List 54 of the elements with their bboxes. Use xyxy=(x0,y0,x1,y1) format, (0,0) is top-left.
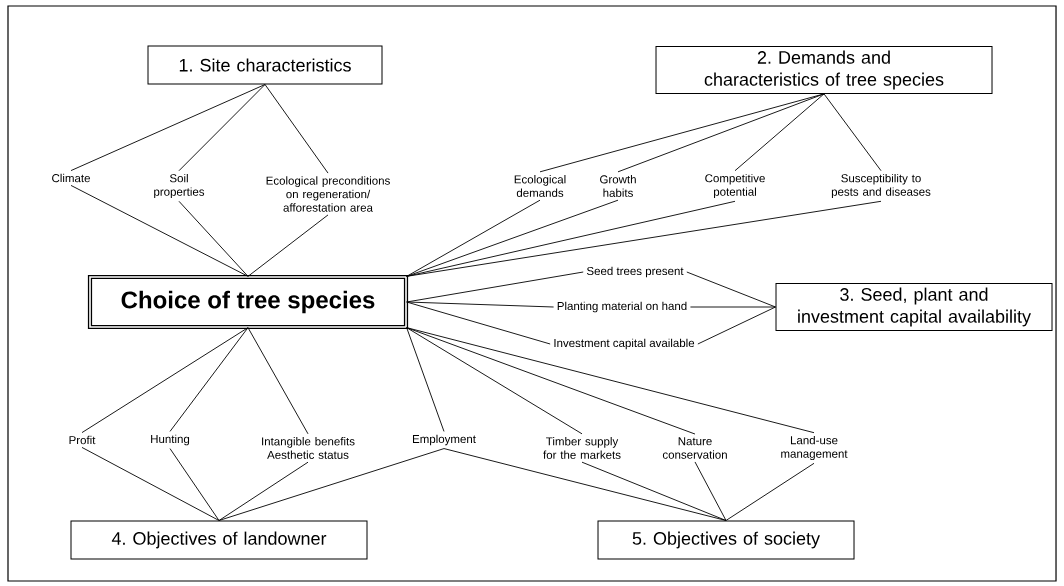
connector-line xyxy=(406,327,583,435)
connector-line xyxy=(406,327,815,434)
node-label: Land-use management xyxy=(781,435,848,461)
node-label: Nature conservation xyxy=(662,437,727,459)
connector-line xyxy=(406,301,555,308)
connector-line xyxy=(406,301,551,345)
connector-line xyxy=(443,448,727,521)
node-label: Planting material on hand xyxy=(557,301,687,313)
connector-line xyxy=(247,327,309,435)
connector-line xyxy=(247,214,329,277)
title-box: 1. Site characteristics xyxy=(147,45,383,85)
connector-line xyxy=(218,448,445,521)
node-label: Competitive potential xyxy=(705,173,765,199)
connector-line xyxy=(178,200,249,277)
connector-line xyxy=(823,93,882,172)
connector-line xyxy=(406,200,882,277)
node-label: Profit xyxy=(69,435,96,445)
node-label: Soil properties xyxy=(154,173,205,199)
connector-line xyxy=(178,84,266,172)
connector-line xyxy=(694,461,727,521)
connector-line xyxy=(81,447,220,521)
title-box: 4. Objectives of landowner xyxy=(70,520,368,560)
connector-line xyxy=(70,84,266,172)
connector-line xyxy=(406,199,541,277)
node-label: Ecological demands xyxy=(514,175,566,197)
connector-line xyxy=(689,306,776,308)
connector-line xyxy=(725,462,815,521)
node-label: Growth habits xyxy=(600,175,636,197)
title-box: 3. Seed, plant and investment capital availability xyxy=(775,283,1053,331)
title-box: 2. Demands and characteristics of tree species xyxy=(655,46,993,94)
connector-line xyxy=(697,306,776,345)
connector-line xyxy=(581,461,727,521)
node-label: Ecological preconditions on regeneration/ afforestation area xyxy=(266,176,390,212)
connector-line xyxy=(617,93,825,173)
title-box: 5. Objectives of society xyxy=(597,520,855,560)
node-label: Climate xyxy=(52,173,90,183)
node-label: Susceptibility to pests and diseases xyxy=(831,173,931,199)
connector-line xyxy=(686,271,776,308)
node-label: Timber supply for the markets xyxy=(543,437,621,459)
main-title-box: Choice of tree species xyxy=(87,274,409,330)
connector-line xyxy=(70,184,249,277)
node-label: Hunting xyxy=(151,434,190,446)
node-label: Intangible benefits Aesthetic status xyxy=(262,437,355,459)
connector-line xyxy=(218,461,309,521)
node-label: Employment xyxy=(413,434,476,446)
node-label: Investment capital available xyxy=(554,338,695,350)
connector-line xyxy=(406,327,445,432)
connector-line xyxy=(406,200,736,277)
connector-line xyxy=(734,93,825,172)
connector-line xyxy=(81,327,249,434)
connector-line xyxy=(169,327,249,432)
connector-line xyxy=(264,84,329,174)
node-label: Seed trees present xyxy=(586,266,684,278)
connector-line xyxy=(169,448,220,521)
